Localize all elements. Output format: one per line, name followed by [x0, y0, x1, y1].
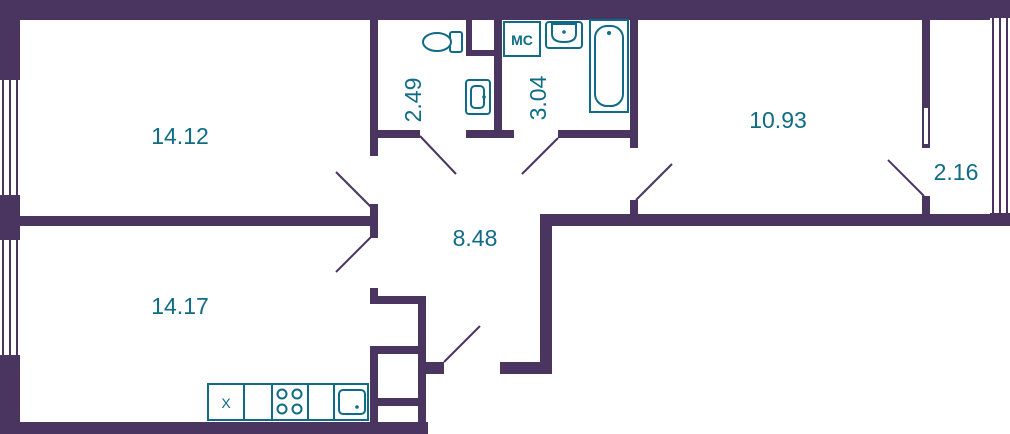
door-entrance [443, 325, 481, 363]
balcony-area: 2.16 [934, 159, 979, 185]
wc-sink-icon [465, 79, 491, 115]
door-bath [521, 137, 559, 175]
washer-label: МС [511, 32, 533, 48]
bath-sink-icon [545, 21, 583, 49]
door-wc [419, 135, 457, 175]
kitchen-sink-icon [338, 389, 366, 415]
door-swings [335, 135, 925, 363]
room-2-area: 14.17 [151, 293, 209, 319]
washing-machine-icon: МС [503, 21, 541, 57]
window-right [990, 18, 1010, 213]
room-3-area: 10.93 [749, 107, 807, 133]
window-left-upper [0, 80, 20, 195]
window-left-lower [0, 240, 20, 355]
interior-walls [18, 18, 930, 434]
fridge-label: Х [221, 395, 231, 411]
hall-area: 8.48 [453, 225, 498, 251]
door-room-1 [335, 171, 373, 209]
bathtub-icon [589, 19, 629, 113]
fridge-icon: Х [221, 395, 231, 411]
toilet-icon [422, 31, 463, 53]
bath-area: 3.04 [525, 75, 551, 120]
door-balcony [887, 159, 925, 197]
room-1-area: 14.12 [151, 123, 209, 149]
door-room-2 [335, 235, 373, 273]
balcony-window [924, 108, 928, 144]
stove-icon [276, 388, 303, 415]
door-room-3 [635, 163, 673, 201]
wc-area: 2.49 [400, 78, 426, 123]
